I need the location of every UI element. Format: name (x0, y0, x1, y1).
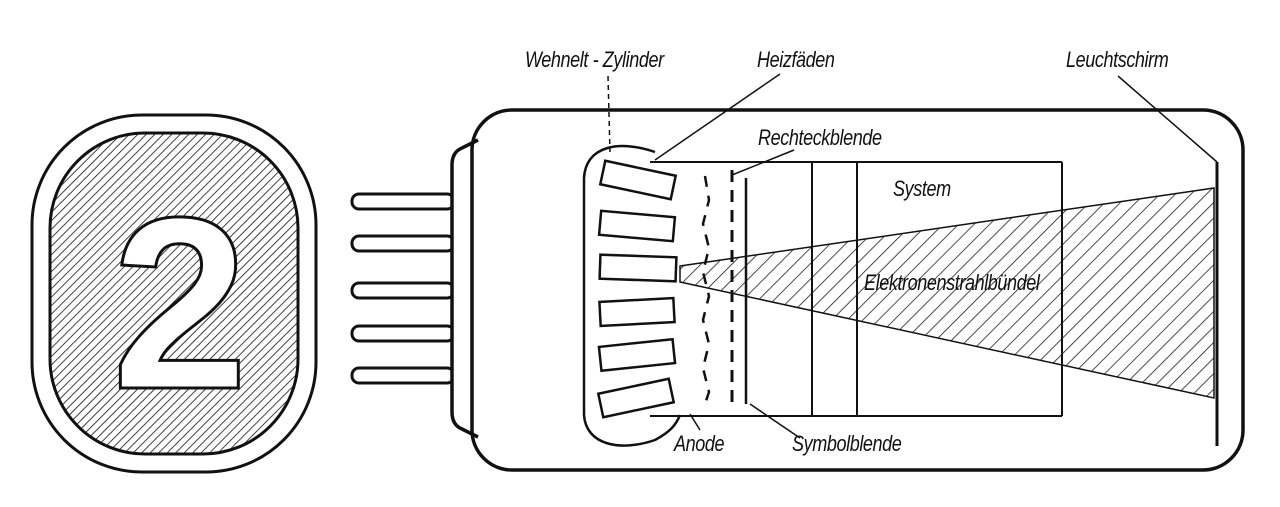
label-wehnelt-cylinder: Wehnelt - Zylinder (525, 47, 664, 72)
display-window: 2 (30, 113, 318, 474)
display-digit: 2 (112, 166, 248, 440)
label-symbol-aperture: Symbolblende (792, 431, 902, 456)
cathode-filaments (596, 159, 678, 419)
glass-envelope (470, 108, 1245, 472)
label-anode: Anode (674, 431, 725, 456)
tube-pins (350, 192, 456, 385)
wehnelt-cylinder (582, 144, 682, 447)
leader-lines (607, 73, 1218, 439)
label-electron-beam: Elektronenstrahlbündel (864, 270, 1040, 295)
anode (701, 175, 711, 405)
system-box (650, 161, 1063, 417)
label-heating-filaments: Heizfäden (757, 47, 835, 72)
label-fluorescent-screen: Leuchtschirm (1066, 47, 1169, 72)
electron-beam (679, 187, 1215, 399)
tube-base (450, 138, 479, 439)
label-rectangle-aperture: Rechteckblende (758, 125, 882, 150)
label-system: System (893, 176, 951, 201)
